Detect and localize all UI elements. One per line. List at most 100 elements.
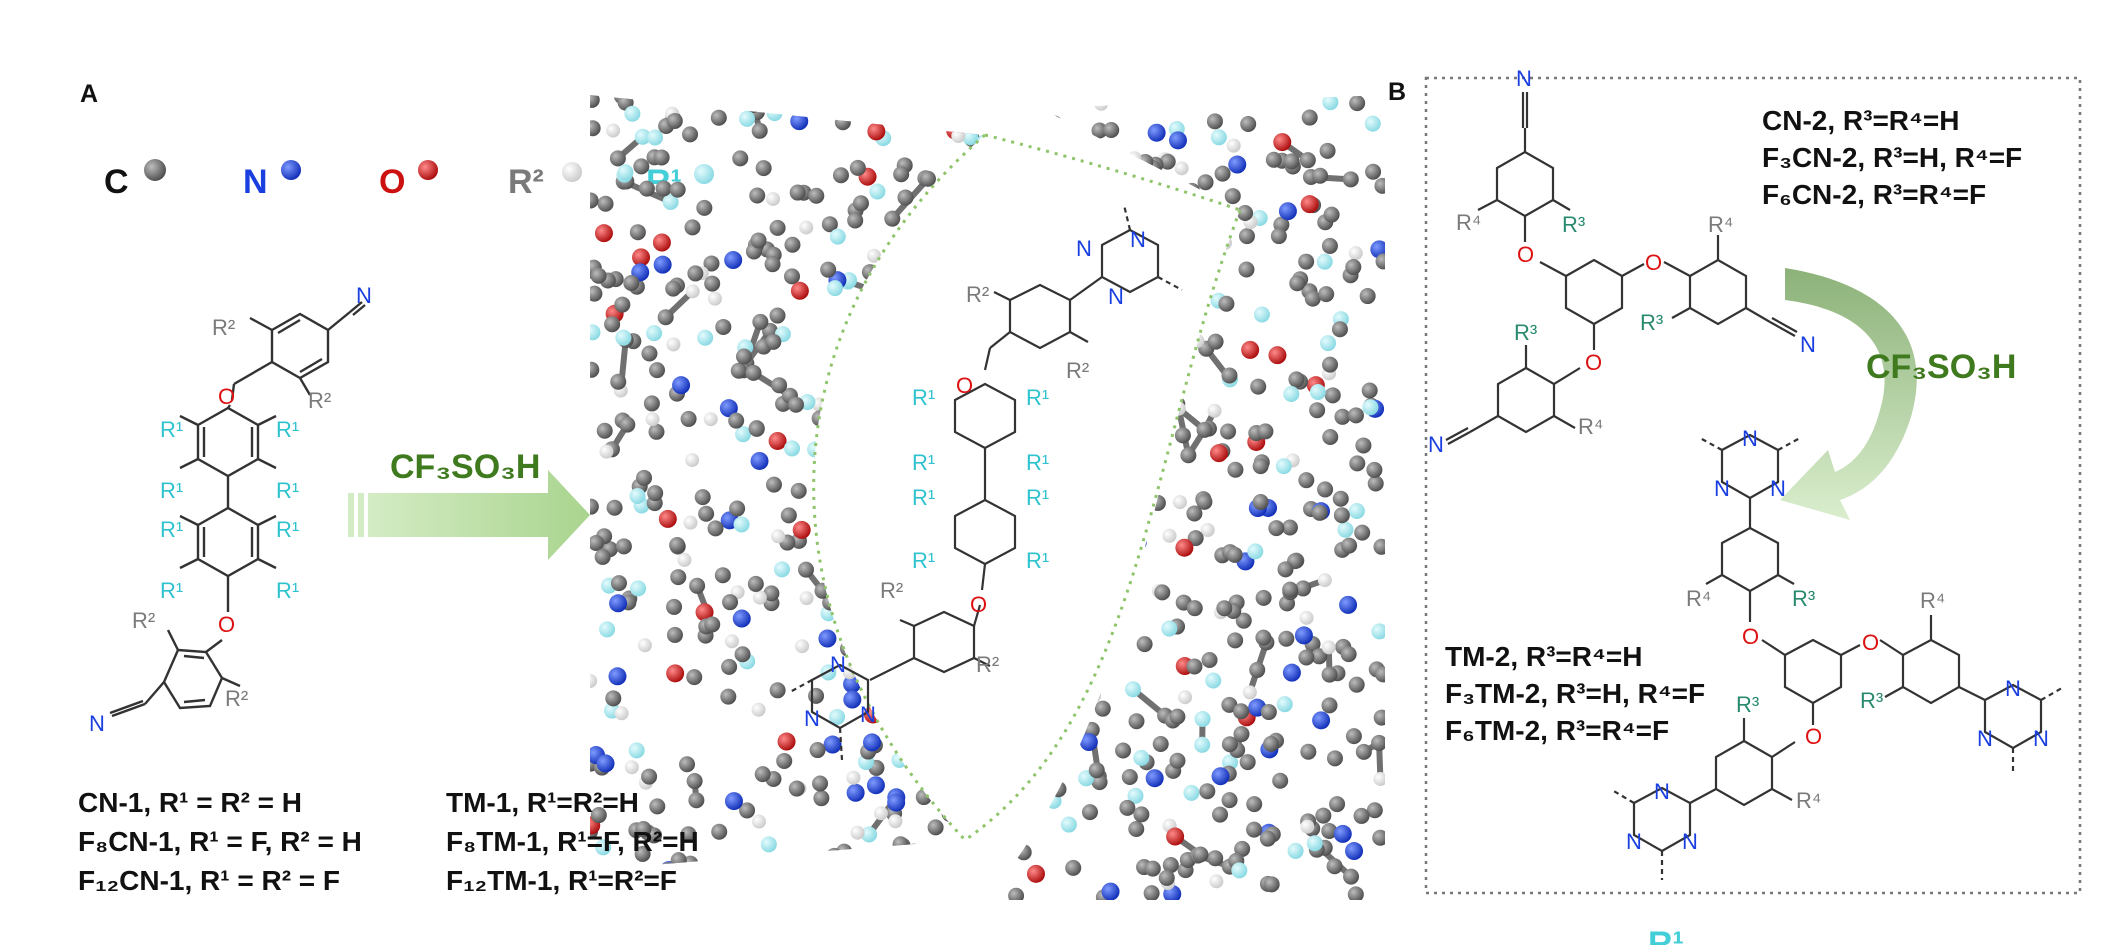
legend-item-r2: R² [508,162,582,201]
upper-biphenyl-ring [196,406,260,478]
svg-text:N: N [1654,779,1670,804]
svg-text:N: N [1714,476,1730,501]
polymer-name-list-a: TM-1, R¹=R²=H F₈TM-1, R¹=F, R²=H F₁₂TM-1… [446,787,699,896]
svg-text:R⁴: R⁴ [1796,788,1821,813]
r1-label-8: R¹ [276,578,299,603]
svg-text:R³: R³ [1792,586,1815,611]
svg-text:R¹: R¹ [912,450,935,475]
r2-ball-icon [562,162,582,182]
cn2-n-right: N [1800,332,1816,357]
tm2-triazine-right [1983,683,2043,750]
monomer-name-3: F₁₂CN-1, R¹ = R² = F [78,865,340,896]
phenyl-bottom [912,610,976,674]
cn2-r4-2: R⁴ [1708,212,1733,237]
reaction-arrow-a: CF₃SO₃H [348,448,590,560]
svg-text:N: N [1626,829,1642,854]
cn2-o-2: O [1645,250,1662,275]
nitrogen-label-top: N [356,283,372,308]
tm2-atoms: N N N O O O N N N N N N R⁴ R⁴ R⁴ R³ R³ R… [1626,426,2049,854]
legend-label-nitrogen: N [243,163,268,201]
svg-text:O: O [1862,630,1879,655]
monomer-name-1: CN-1, R¹ = R² = H [78,787,302,818]
svg-text:R¹: R¹ [1026,385,1049,410]
svg-text:N: N [1130,227,1146,252]
bottom-benzonitrile-ring [162,648,224,710]
monomer-cn1-atoms: N N O O R² R² R² R² R¹ R¹ R¹ R¹ R¹ R¹ R¹… [89,283,372,736]
pore-boundary-right [964,209,1242,842]
svg-text:R¹: R¹ [1026,450,1049,475]
triazine-bottom [810,663,870,730]
panel-b-frame [1424,76,2082,895]
legend-item-oxygen: O [379,160,438,201]
tm2-phenyl-top [1720,526,1780,593]
r1-label-4: R¹ [276,478,299,503]
phenyl-top [1008,283,1072,350]
r2-label-3: R² [132,608,155,633]
curved-arrow-icon [1780,268,1917,520]
svg-text:R³: R³ [1860,688,1883,713]
cn2-n-top: N [1516,66,1532,91]
svg-text:N: N [804,706,820,731]
tm2-name-1: TM-2, R³=R⁴=H [1445,641,1642,672]
legend-item-carbon: C [104,159,166,201]
cn2-n-left: N [1428,432,1444,457]
tm2-structure [1611,433,2063,880]
tm2-triazine-bottom [1632,786,1692,853]
monomer-name-list-a: CN-1, R¹ = R² = H F₈CN-1, R¹ = F, R² = H… [78,787,362,896]
monomer-cn1-structure [109,301,366,718]
r1-label-3: R¹ [160,478,183,503]
svg-text:O: O [1742,624,1759,649]
svg-text:N: N [830,652,846,677]
r2-label-1: R² [212,315,235,340]
svg-text:R²: R² [1066,358,1089,383]
legend-item-nitrogen: N [243,160,301,201]
r1-label-7: R¹ [160,578,183,603]
svg-text:R⁴: R⁴ [1686,586,1711,611]
r1-label-6: R¹ [276,517,299,542]
r1-label-5: R¹ [160,517,183,542]
cn2-atoms: N N N O O O R⁴ R⁴ R⁴ R³ R³ R³ [1428,66,1816,457]
biphenyl-ring-upper [953,382,1017,450]
svg-text:R²: R² [880,578,903,603]
lower-biphenyl-ring [196,506,260,578]
panel-a: A C N O R² R¹ [78,80,1385,900]
svg-text:R¹: R¹ [912,548,935,573]
svg-text:O: O [970,592,987,617]
oxygen-ball-icon [418,160,438,180]
cn2-r4-1: R⁴ [1456,210,1481,235]
tm1-repeat-unit [789,204,1183,761]
r1-ball-icon [694,164,714,184]
svg-text:N: N [1770,476,1786,501]
top-benzonitrile-ring [270,312,330,380]
polymer-framework-3d [590,95,1385,900]
svg-text:R²: R² [966,282,989,307]
nitrogen-label-bottom: N [89,711,105,736]
tm2-phenyl-bottom [1714,739,1774,807]
cn2-ring-right [1688,258,1748,326]
tm2-triazine-top [1720,433,1780,500]
svg-text:N: N [1742,426,1758,451]
tm2-name-2: F₃TM-2, R³=H, R⁴=F [1445,678,1705,709]
svg-text:N: N [2005,676,2021,701]
panel-b: B [1388,66,2082,895]
r2-label-4: R² [225,686,248,711]
oxygen-label-bottom: O [218,612,235,637]
cn2-structure [1445,92,1798,445]
polymer-name-3: F₁₂TM-1, R¹=R²=F [446,865,677,896]
r1-label-1: R¹ [160,417,183,442]
nitrogen-ball-icon [281,160,301,180]
svg-text:R¹: R¹ [1026,548,1049,573]
svg-text:N: N [2033,726,2049,751]
svg-text:N: N [860,702,876,727]
monomer-name-2: F₈CN-1, R¹ = F, R² = H [78,826,362,857]
cn2-r4-3: R⁴ [1578,414,1603,439]
reaction-arrow-b: CF₃SO₃H [1780,268,2016,520]
legend-label-r2: R² [508,163,544,201]
cn2-ring-bottom [1496,366,1556,434]
svg-text:N: N [1076,236,1092,261]
tm2-phenyl-right [1901,638,1961,705]
tm2-name-3: F₆TM-2, R³=R⁴=F [1445,715,1669,746]
panel-a-label: A [80,80,98,108]
